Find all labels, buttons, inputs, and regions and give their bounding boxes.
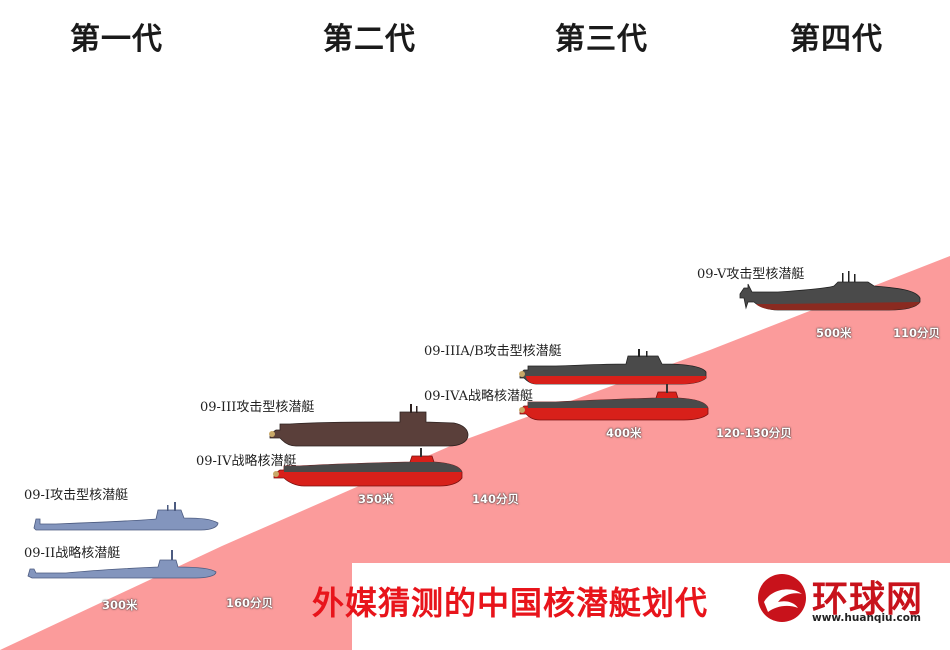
gen4-attack-label: 09-V攻击型核潜艇: [697, 267, 805, 282]
gen1-attack-submarine-icon: [33, 502, 219, 531]
gen2-ballistic-submarine-icon: [273, 448, 463, 487]
generation-1-heading: 第一代: [70, 22, 163, 57]
gen1-ballistic-label: 09-II战略核潜艇: [24, 546, 121, 561]
gen3-attack-submarine-icon: [519, 349, 707, 385]
logo-name: 环球网: [812, 579, 924, 620]
gen1-noise: 160分贝: [226, 596, 274, 610]
gen2-attack-label: 09-III攻击型核潜艇: [200, 400, 315, 415]
gen3-ballistic-submarine-icon: [519, 384, 709, 421]
gen3-attack-label: 09-IIIA/B攻击型核潜艇: [424, 344, 562, 359]
gen1-attack-label: 09-I攻击型核潜艇: [24, 488, 129, 503]
gen2-depth: 350米: [358, 492, 394, 506]
huanqiu-logo-icon: [758, 574, 806, 622]
gen4-attack-submarine-icon: [739, 271, 921, 311]
gen4-noise: 110分贝: [893, 326, 941, 340]
generation-3-heading: 第三代: [555, 22, 648, 57]
gen2-ballistic-label: 09-IV战略核潜艇: [196, 454, 297, 469]
gen2-noise: 140分贝: [472, 492, 520, 506]
gen2-attack-submarine-icon: [269, 404, 469, 447]
gen3-noise: 120-130分贝: [716, 426, 792, 440]
huanqiu-logo: 环球网 www.huanqiu.com: [756, 568, 946, 632]
gen1-ballistic-submarine-icon: [27, 550, 217, 579]
gen3-ballistic-label: 09-IVA战略核潜艇: [424, 389, 533, 404]
banner-title: 外媒猜测的中国核潜艇划代: [312, 584, 709, 622]
generation-2-heading: 第二代: [323, 22, 416, 57]
gen1-depth: 300米: [102, 598, 138, 612]
gen4-depth: 500米: [816, 326, 852, 340]
gen3-depth: 400米: [606, 426, 642, 440]
logo-url: www.huanqiu.com: [812, 612, 921, 624]
generation-4-heading: 第四代: [790, 22, 883, 57]
